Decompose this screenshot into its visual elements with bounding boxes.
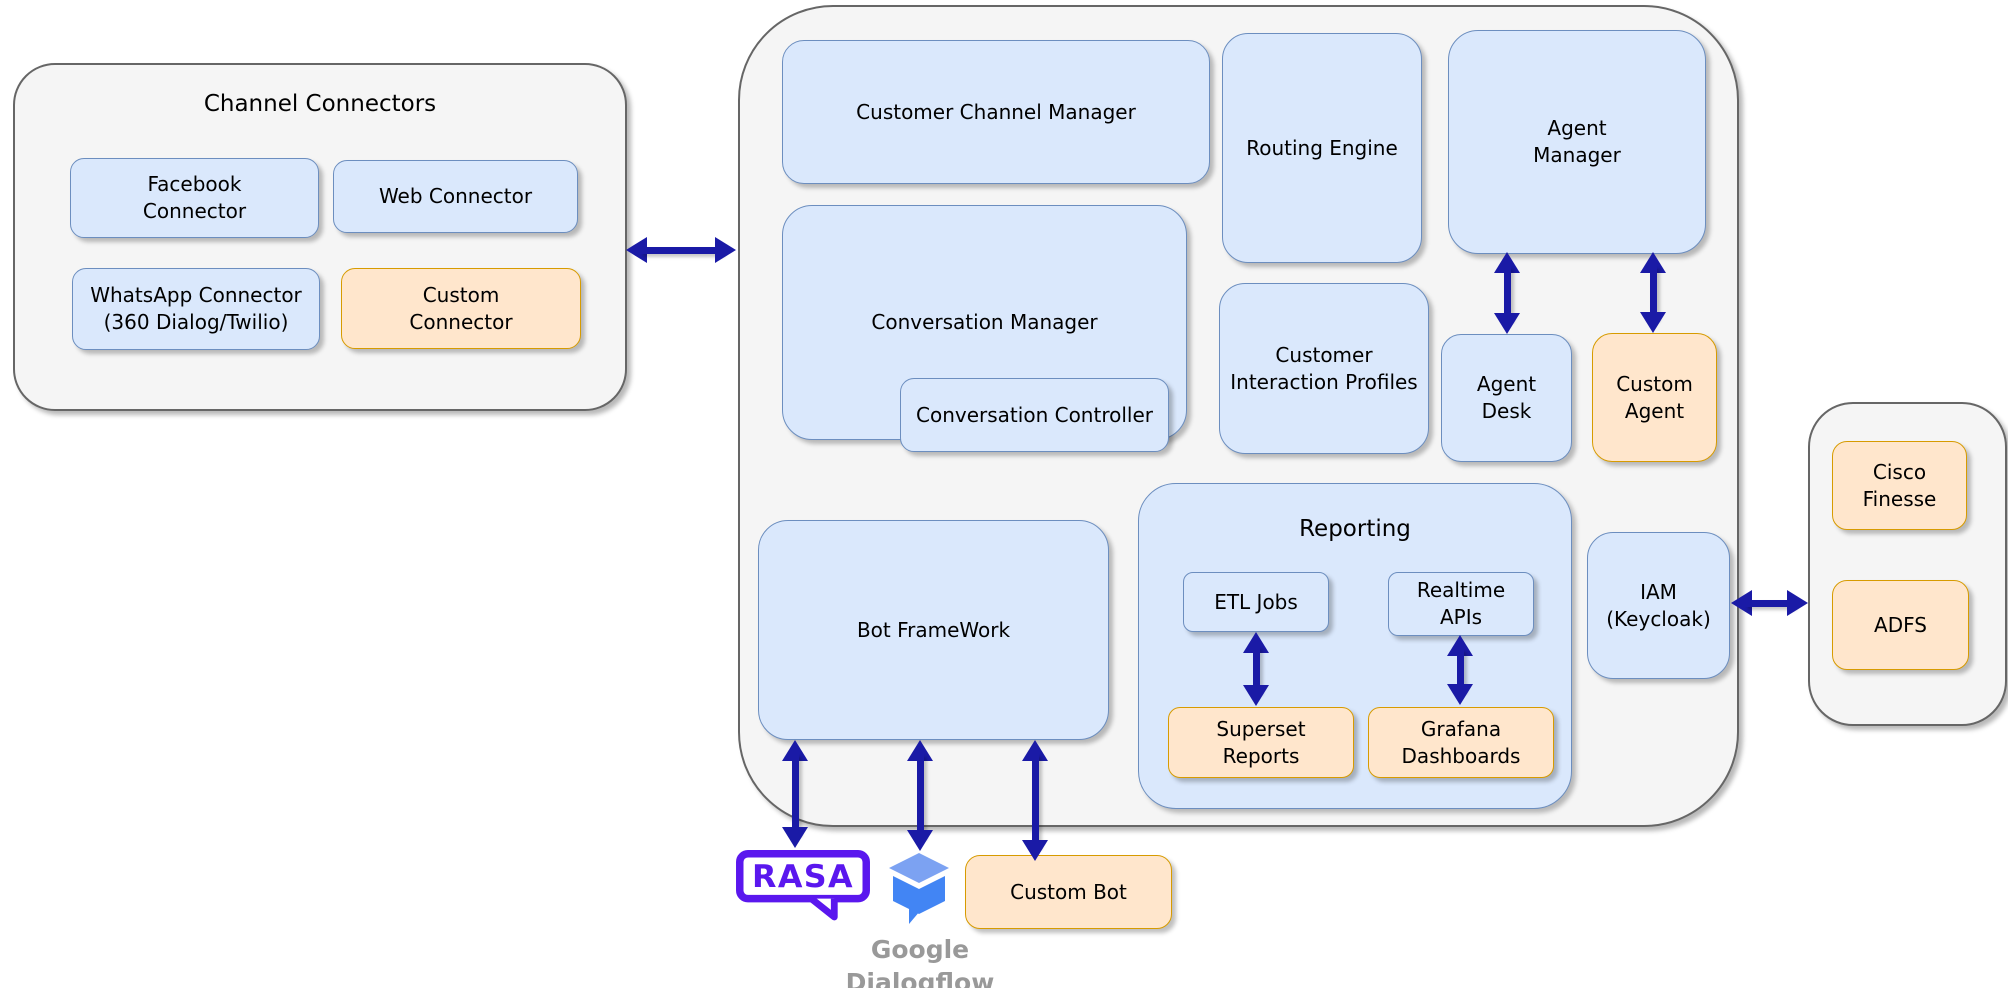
arrow-bot-framework-custom-bot xyxy=(1022,740,1048,861)
reporting-title: Reporting xyxy=(1299,516,1411,542)
arrow-bot-framework-dialogflow xyxy=(907,740,933,851)
node-facebook-connector: Facebook Connector xyxy=(70,158,319,238)
arrowhead-up xyxy=(1243,632,1269,653)
arrowhead-up xyxy=(1494,252,1520,273)
node-bot-framework: Bot FrameWork xyxy=(758,520,1109,740)
arrow-shaft xyxy=(916,754,924,837)
arrowhead-up xyxy=(1640,252,1666,273)
node-web-connector: Web Connector xyxy=(333,160,578,233)
node-routing-engine: Routing Engine xyxy=(1222,33,1422,263)
arrowhead-left xyxy=(626,237,647,263)
arrow-shaft xyxy=(1745,599,1794,607)
svg-text:RASA: RASA xyxy=(752,859,854,895)
node-customer-interaction-profiles: Customer Interaction Profiles xyxy=(1219,283,1429,454)
node-iam-keycloak: IAM (Keycloak) xyxy=(1587,532,1730,679)
arrowhead-down xyxy=(907,830,933,851)
arrow-shaft xyxy=(640,246,722,254)
arrow-shaft xyxy=(1503,266,1511,320)
arrow-shaft xyxy=(791,754,799,834)
arrow-agent-manager-agent-desk xyxy=(1494,252,1520,334)
channel-connectors-title: Channel Connectors xyxy=(203,91,437,117)
node-grafana-dashboards: Grafana Dashboards xyxy=(1368,707,1554,778)
node-custom-bot: Custom Bot xyxy=(965,855,1172,929)
arrow-channel-connectors-main xyxy=(626,237,736,263)
node-conversation-controller: Conversation Controller xyxy=(900,378,1169,452)
arrow-agent-manager-custom-agent xyxy=(1640,252,1666,333)
node-cisco-finesse: Cisco Finesse xyxy=(1832,441,1967,530)
arrowhead-right xyxy=(715,237,736,263)
arrowhead-up xyxy=(1022,740,1048,761)
node-agent-desk: Agent Desk xyxy=(1441,334,1572,462)
arrow-iam-external-idp xyxy=(1731,590,1808,616)
arrowhead-down xyxy=(1494,313,1520,334)
arrow-shaft xyxy=(1456,649,1464,691)
arrowhead-up xyxy=(907,740,933,761)
arrowhead-down xyxy=(1022,840,1048,861)
node-etl-jobs: ETL Jobs xyxy=(1183,572,1329,632)
arrowhead-left xyxy=(1731,590,1752,616)
arrowhead-down xyxy=(1640,312,1666,333)
node-whatsapp-connector: WhatsApp Connector (360 Dialog/Twilio) xyxy=(72,268,320,350)
node-realtime-apis: Realtime APIs xyxy=(1388,572,1534,636)
google-dialogflow-icon xyxy=(889,853,949,924)
node-superset-reports: Superset Reports xyxy=(1168,707,1354,778)
arrow-shaft xyxy=(1031,754,1039,847)
arrowhead-right xyxy=(1787,590,1808,616)
arrowhead-down xyxy=(1447,684,1473,705)
arrowhead-up xyxy=(1447,635,1473,656)
node-custom-agent: Custom Agent xyxy=(1592,333,1717,462)
arrow-bot-framework-rasa xyxy=(782,740,808,848)
arrow-etl-jobs-superset-reports xyxy=(1243,632,1269,706)
node-agent-manager: Agent Manager xyxy=(1448,30,1706,254)
node-customer-channel-manager: Customer Channel Manager xyxy=(782,40,1210,184)
arrow-shaft xyxy=(1252,646,1260,692)
google-dialogflow-label: Google Dialogflow xyxy=(845,935,995,988)
arrowhead-up xyxy=(782,740,808,761)
arrowhead-down xyxy=(1243,685,1269,706)
arrow-shaft xyxy=(1649,266,1657,319)
node-custom-connector: Custom Connector xyxy=(341,268,581,349)
arrowhead-down xyxy=(782,827,808,848)
arrow-realtime-apis-grafana-dashboards xyxy=(1447,635,1473,705)
rasa-logo-icon: RASA xyxy=(736,849,870,921)
node-adfs: ADFS xyxy=(1832,580,1969,670)
